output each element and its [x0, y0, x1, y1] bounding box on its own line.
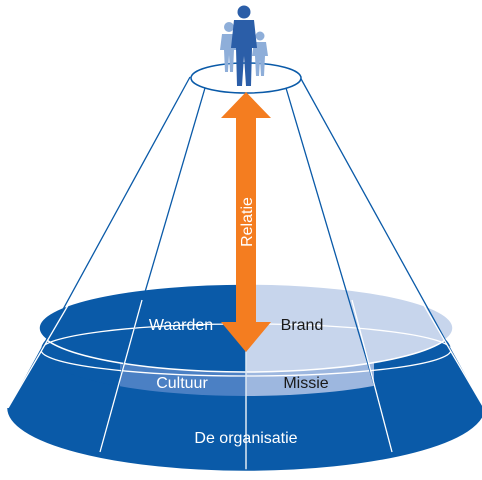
segment-label-brand: Brand: [281, 317, 324, 334]
organisation-band: [8, 348, 482, 470]
people-group-icon: [220, 5, 268, 86]
relation-label: Relatie: [239, 197, 256, 247]
segment-label-missie: Missie: [283, 375, 328, 392]
segment-label-cultuur: Cultuur: [156, 375, 208, 392]
segment-label-waarden: Waarden: [149, 317, 213, 334]
segment-label-organisatie: De organisatie: [194, 430, 297, 447]
double-arrow-icon: [221, 92, 271, 352]
